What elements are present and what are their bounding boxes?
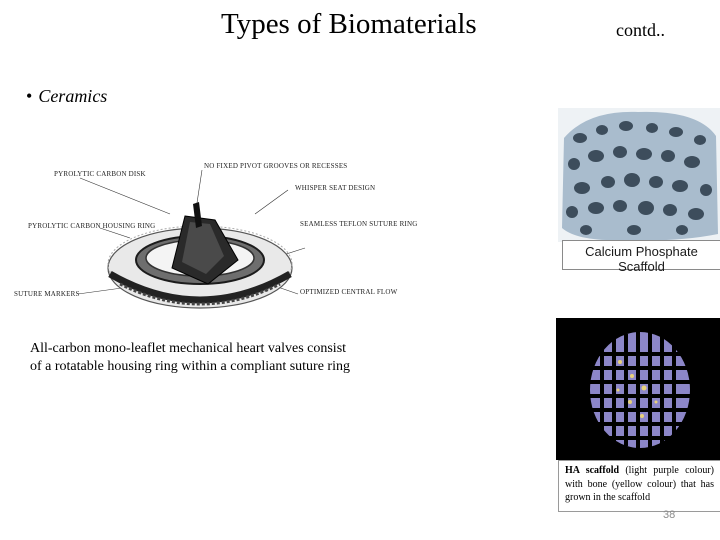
heart-valve-figure: Pyrolytic carbon disk No fixed pivot gro… <box>10 156 417 324</box>
label-pyrolytic-disk: Pyrolytic carbon disk <box>54 170 146 178</box>
calcium-phosphate-scaffold-image <box>558 108 720 242</box>
caption-line-1: All-carbon mono-leaflet mechanical heart… <box>30 341 347 356</box>
label-housing-ring: Pyrolytic carbon housing ring <box>28 222 156 230</box>
page-number: 38 <box>663 509 676 521</box>
ha-scaffold-image <box>556 318 720 460</box>
heart-valve-illustration <box>77 169 306 309</box>
label-no-fixed-pivot: No fixed pivot grooves or recesses <box>204 162 348 170</box>
caption-line-2: of a rotatable housing ring within a com… <box>30 359 350 374</box>
ha-scaffold-caption: HA scaffold (light purple colour) with b… <box>558 460 720 512</box>
ha-caption-bold: HA scaffold <box>565 465 620 476</box>
bullet-text: Ceramics <box>38 86 108 106</box>
contd-label: contd.. <box>616 20 665 40</box>
cp-caption-line-2: Scaffold <box>618 259 665 274</box>
label-optimized-flow: Optimized central flow <box>300 288 398 296</box>
valve-caption: All-carbon mono-leaflet mechanical heart… <box>30 340 360 376</box>
bullet-ceramics: •Ceramics <box>26 86 107 107</box>
cp-caption-line-1: Calcium Phosphate <box>585 244 698 259</box>
calcium-phosphate-caption: Calcium Phosphate Scaffold <box>562 240 720 274</box>
label-whisper-seat: Whisper seat design <box>295 184 376 192</box>
porous-scaffold-photo <box>558 108 720 242</box>
ha-caption-rest: (light purple colour) with bone (yellow … <box>565 465 714 503</box>
bullet-dot: • <box>26 86 33 106</box>
slide-title: Types of Biomaterials <box>221 8 477 40</box>
ha-scaffold-photo <box>556 318 720 460</box>
label-seamless-teflon: Seamless teflon suture ring <box>300 220 418 228</box>
label-suture-markers: Suture markers <box>14 290 80 298</box>
